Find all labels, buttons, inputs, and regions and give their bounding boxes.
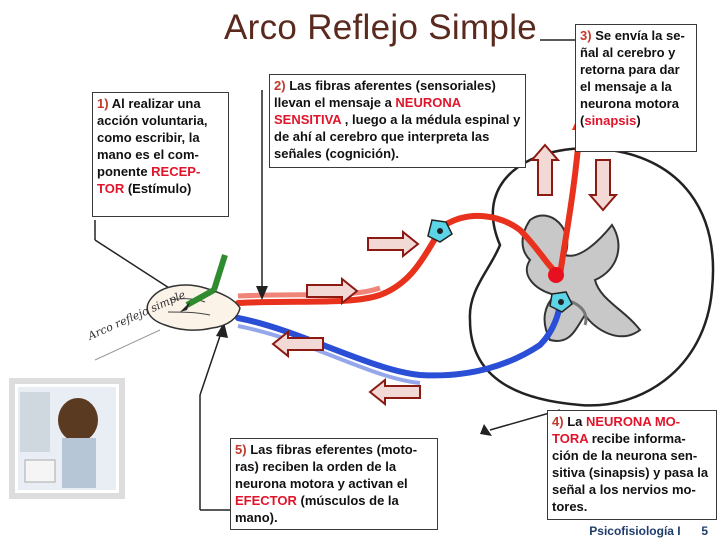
step-5-highlight: EFECTOR [235,493,297,508]
slide-footer: Psicofisiología I 5 [589,524,708,538]
sensory-neuron-body [427,219,453,243]
step-4-number: 4) [552,414,564,429]
step-3-text: Se envía la se-ñal al cerebro y retorna … [580,28,685,128]
step-3-text-end: ) [636,113,641,128]
hand-drawing [146,254,241,331]
step-5-text-end: (músculos de la mano). [235,493,399,525]
step-4-text-end: recibe informa-ción de la neurona sen-si… [552,431,709,514]
step-2-text-end: , luego a la médula espinal y de ahí al … [274,112,521,161]
step-5-box: 5) Las fibras eferentes (moto-ras) recib… [230,438,438,530]
footer-course: Psicofisiología I [589,524,681,538]
step-4-highlight: NEURONA MO-TORA [552,414,681,446]
step-1-text: Al realizar una acción voluntaria, como … [97,96,208,179]
sensory-fiber [235,122,583,306]
step-1-text-end: (Estímulo) [124,181,192,196]
step-3-box: 3) Se envía la se-ñal al cerebro y retor… [575,24,697,152]
step-4-box: 4) La NEURONA MO-TORA recibe informa-ció… [547,410,717,520]
step-3-number: 3) [580,28,592,43]
motor-neuron-body [549,291,573,313]
block-arrow-left-1 [271,329,324,359]
step-1-number: 1) [97,96,109,111]
block-arrow-right-2 [367,229,420,259]
step-4-text: La [567,414,586,429]
step-5-text: Las fibras eferentes (moto-ras) reciben … [235,442,418,491]
block-arrow-down-1 [587,159,619,212]
spinal-cord [468,147,715,407]
step-3-highlight: sinapsis [584,113,637,128]
footer-page-number: 5 [701,524,708,538]
step-1-highlight: RECEP-TOR [97,164,201,196]
step-2-highlight: NEURONA SENSITIVA [274,95,461,127]
synapse-dot [548,267,564,283]
block-arrow-right-1 [306,276,359,306]
page-title: Arco Reflejo Simple [224,8,538,47]
block-arrow-up-1 [529,143,561,196]
step-5-number: 5) [235,442,247,457]
step-2-number: 2) [274,78,286,93]
student-photo [9,378,125,499]
step-2-box: 2) Las fibras aferentes (sensoriales) ll… [269,74,526,168]
step-2-text: Las fibras aferentes (sensoriales) lleva… [274,78,496,110]
step-1-box: 1) Al realizar una acción voluntaria, co… [92,92,229,217]
block-arrow-left-2 [368,377,421,407]
